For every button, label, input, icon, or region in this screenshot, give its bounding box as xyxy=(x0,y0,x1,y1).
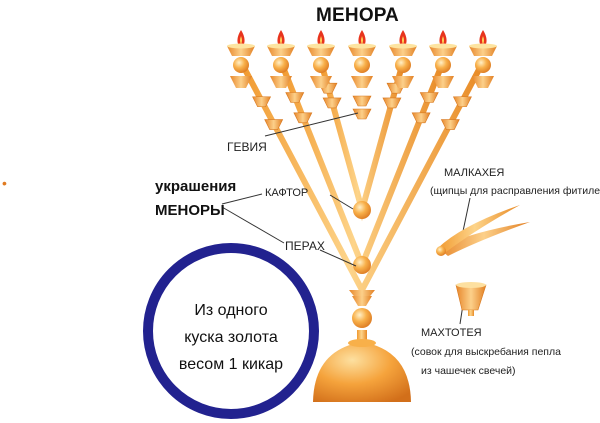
knob-upper xyxy=(353,201,371,219)
leader-gevia xyxy=(264,112,359,137)
label-decorations-line1: украшения xyxy=(155,178,237,195)
lamp-5 xyxy=(389,30,417,88)
lamp-2 xyxy=(267,30,295,88)
label-kaftor: КАФТОР xyxy=(265,187,309,199)
label-mahtotea-desc-2: из чашечек свечей) xyxy=(421,365,516,377)
label-decorations-line2: МЕНОРЫ xyxy=(155,202,225,219)
label-mahtotea: МАХТОТЕЯ xyxy=(421,327,482,339)
lamps xyxy=(227,30,497,88)
lamp-4 xyxy=(348,30,376,88)
lamp-6 xyxy=(429,30,457,88)
tongs-illustration xyxy=(436,205,530,256)
lamp-3 xyxy=(307,30,335,88)
label-perah: ПЕРАХ xyxy=(285,239,325,253)
label-mahtotea-desc-1: (совок для выскребания пепла xyxy=(411,346,561,358)
label-gevia: ГЕВИЯ xyxy=(227,140,267,154)
arm-ornaments xyxy=(252,82,472,130)
lamp-1 xyxy=(227,30,255,88)
diagram-title: МЕНОРА xyxy=(316,5,399,26)
label-malkhaeya-desc: (щипцы для расправления фитилей) xyxy=(430,185,600,197)
circle-text-line3: весом 1 кикар xyxy=(178,356,284,373)
label-malkhaeya: МАЛКАХЕЯ xyxy=(444,167,505,179)
shaft-knobs xyxy=(349,201,375,344)
circle-text-line2: куска золота xyxy=(184,329,278,346)
circle-text-line1: Из одного xyxy=(194,302,268,319)
leader-perah xyxy=(319,249,357,267)
menorah-base xyxy=(313,342,411,402)
leader-kaftor xyxy=(329,194,354,210)
leader-decor-1 xyxy=(221,193,263,205)
knob-middle xyxy=(353,256,371,274)
info-circle-ring xyxy=(143,243,319,419)
leader-malkhaeya xyxy=(461,197,471,237)
scoop-illustration xyxy=(455,282,487,316)
svg-text:•: • xyxy=(2,175,7,191)
knob-lower xyxy=(352,308,372,328)
leader-decor-2 xyxy=(221,206,285,244)
lamp-7 xyxy=(469,30,497,88)
